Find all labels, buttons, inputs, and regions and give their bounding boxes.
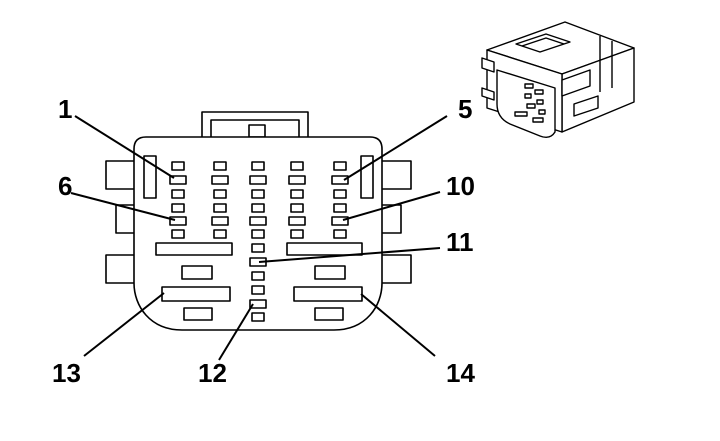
cavity <box>169 175 187 185</box>
cavity <box>251 203 265 213</box>
cavity <box>171 203 185 213</box>
iso-bump-3 <box>481 57 495 73</box>
iso-cavity <box>534 89 544 95</box>
pin-label-12: 12 <box>198 358 227 388</box>
cavity <box>211 175 229 185</box>
cavity <box>171 189 185 199</box>
cavity <box>211 216 229 226</box>
cavity <box>333 161 347 171</box>
side-tab-right-3 <box>378 254 412 284</box>
cavity <box>171 161 185 171</box>
small-box-left-bottom <box>183 307 213 321</box>
cavity <box>249 299 267 309</box>
cavity <box>249 175 267 185</box>
iso-cavity <box>536 99 544 105</box>
pin-label-14: 14 <box>446 358 475 388</box>
cavity <box>331 175 349 185</box>
cavity-grid <box>169 161 349 322</box>
iso-bump-2 <box>573 95 599 117</box>
pin-labels: 1 5 6 10 11 12 13 14 <box>52 94 475 388</box>
cavity <box>288 216 306 226</box>
small-box-right <box>314 265 346 280</box>
cavity <box>213 161 227 171</box>
cavity <box>251 229 265 239</box>
iso-cavity <box>524 93 532 99</box>
pin-label-13: 13 <box>52 358 81 388</box>
leader-line-14 <box>360 293 436 357</box>
iso-bump-4 <box>481 87 495 101</box>
leader-line-6 <box>70 192 176 221</box>
leader-line-1 <box>74 115 175 179</box>
pin-label-6: 6 <box>58 171 72 201</box>
wide-slot-right-lower <box>293 286 363 302</box>
cavity <box>333 189 347 199</box>
iso-latch-ridge <box>521 37 565 47</box>
iso-cavity <box>538 109 546 115</box>
cavity <box>333 203 347 213</box>
cavity <box>251 243 265 253</box>
pin-label-1: 1 <box>58 94 72 124</box>
pin-label-11: 11 <box>446 227 474 257</box>
pin-label-10: 10 <box>446 171 475 201</box>
cavity <box>251 189 265 199</box>
pin-label-5: 5 <box>458 94 472 124</box>
cavity <box>251 161 265 171</box>
cavity <box>331 216 349 226</box>
leader-line-10 <box>342 191 441 221</box>
iso-cavity <box>514 111 528 117</box>
cavity <box>288 175 306 185</box>
cavity <box>213 203 227 213</box>
wide-slot-right-upper <box>286 242 363 256</box>
iso-cavity <box>524 83 534 89</box>
iso-bump-1 <box>561 69 591 97</box>
leader-line-11 <box>258 247 441 263</box>
cavity <box>251 271 265 281</box>
cavity <box>213 189 227 199</box>
cavity <box>251 312 265 322</box>
cavity <box>290 229 304 239</box>
cavity <box>290 203 304 213</box>
leader-line-12 <box>218 303 254 361</box>
key-slot-left <box>143 155 157 199</box>
cavity <box>171 229 185 239</box>
small-box-left <box>181 265 213 280</box>
connector-face <box>105 111 412 331</box>
cavity <box>290 161 304 171</box>
iso-latch <box>515 33 571 53</box>
cavity <box>290 189 304 199</box>
side-tab-right-1 <box>378 160 412 190</box>
cavity <box>251 285 265 295</box>
cavity <box>249 216 267 226</box>
connector-isometric-view <box>481 21 635 139</box>
wide-slot-left-upper <box>155 242 233 256</box>
connector-latch-inner <box>210 119 300 137</box>
cavity <box>213 229 227 239</box>
leader-line-5 <box>343 115 448 181</box>
cavity <box>169 216 187 226</box>
leader-lines <box>70 115 448 361</box>
iso-cavity <box>532 117 544 123</box>
latch-notch <box>248 124 266 138</box>
cavity <box>333 229 347 239</box>
leader-line-13 <box>83 292 165 357</box>
wide-slot-left-lower <box>161 286 231 302</box>
iso-cavity <box>526 103 536 109</box>
small-box-right-bottom <box>314 307 344 321</box>
